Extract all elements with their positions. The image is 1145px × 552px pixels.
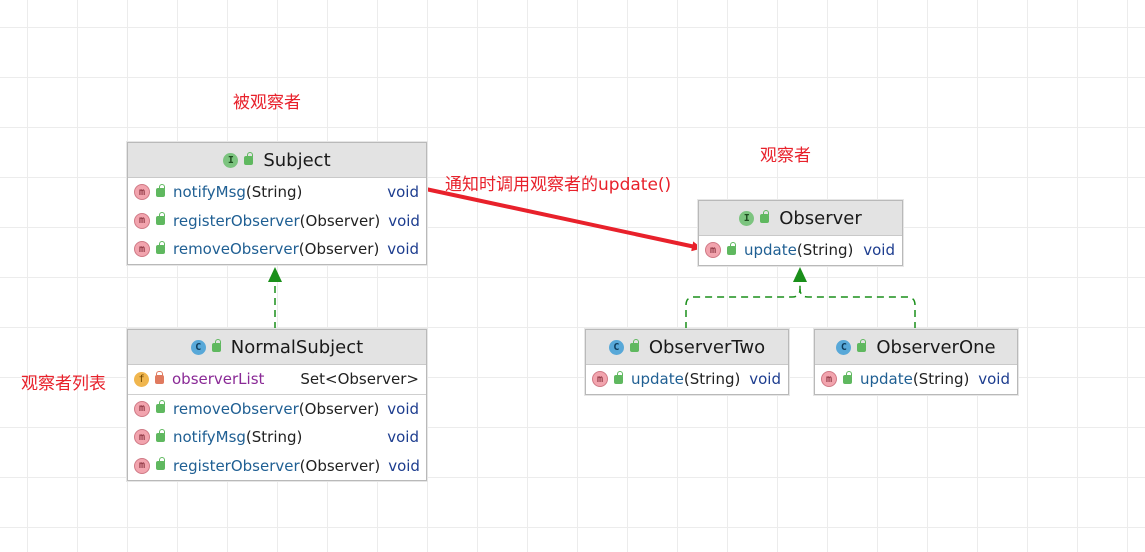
- public-icon: [614, 370, 623, 384]
- method-icon: m: [705, 242, 721, 259]
- method-row[interactable]: m update (String) void: [699, 236, 902, 265]
- method-row[interactable]: m update (String) void: [815, 365, 1017, 394]
- public-icon: [857, 338, 867, 352]
- method-params: (String): [245, 183, 303, 202]
- field-name: observerList: [172, 370, 265, 389]
- realization-observertwo-observer: [685, 283, 801, 329]
- public-icon: [156, 240, 165, 254]
- note-observed: 被观察者: [233, 93, 301, 113]
- return-type: void: [388, 456, 420, 475]
- method-name: removeObserver: [173, 240, 299, 259]
- class-header: C NormalSubject: [128, 330, 426, 365]
- method-params: (Observer): [299, 211, 381, 230]
- method-icon: m: [592, 371, 608, 388]
- return-type: void: [387, 428, 419, 447]
- method-row[interactable]: m removeObserver (Observer) void: [128, 393, 426, 424]
- realization-arrowhead-observer: [793, 267, 807, 282]
- class-observer-one[interactable]: C ObserverOne m update (String) void: [814, 329, 1018, 395]
- method-icon: m: [134, 212, 150, 229]
- method-row[interactable]: m removeObserver (Observer) void: [128, 235, 426, 264]
- method-row[interactable]: m notifyMsg (String) void: [128, 178, 426, 207]
- interface-icon: I: [739, 210, 755, 226]
- return-type: void: [387, 240, 420, 259]
- method-name: update: [860, 370, 913, 389]
- method-name: registerObserver: [173, 456, 300, 475]
- class-header: C ObserverTwo: [586, 330, 788, 365]
- return-type: void: [863, 241, 895, 260]
- method-icon: m: [134, 400, 150, 417]
- public-icon: [629, 338, 639, 352]
- class-name: Subject: [263, 149, 331, 171]
- public-icon: [156, 183, 165, 197]
- method-params: (Observer): [299, 456, 381, 475]
- return-type: void: [749, 370, 781, 389]
- field-icon: f: [134, 371, 149, 387]
- class-name: Observer: [779, 207, 862, 229]
- return-type: void: [387, 183, 419, 202]
- method-params: (String): [912, 370, 970, 389]
- public-icon: [156, 457, 165, 471]
- field-type: Set<Observer>: [300, 370, 419, 389]
- class-header: I Subject: [128, 143, 426, 178]
- method-params: (String): [796, 241, 854, 260]
- class-name: ObserverOne: [876, 336, 996, 358]
- method-row[interactable]: m registerObserver (Observer) void: [128, 452, 426, 481]
- class-name: ObserverTwo: [648, 336, 766, 358]
- public-icon: [156, 428, 165, 442]
- method-params: (String): [683, 370, 741, 389]
- note-observer-list: 观察者列表: [21, 374, 106, 394]
- class-header: I Observer: [699, 201, 902, 236]
- method-row[interactable]: m registerObserver (Observer) void: [128, 207, 426, 236]
- method-icon: m: [134, 429, 150, 446]
- method-row[interactable]: m notifyMsg (String) void: [128, 423, 426, 452]
- class-icon: C: [190, 339, 206, 355]
- method-name: notifyMsg: [173, 428, 246, 447]
- realization-observerone-observer: [799, 288, 916, 329]
- class-icon: C: [608, 339, 624, 355]
- method-params: (Observer): [298, 240, 380, 259]
- class-name: NormalSubject: [230, 336, 364, 358]
- class-icon: C: [836, 339, 852, 355]
- public-icon: [156, 400, 165, 414]
- method-icon: m: [134, 241, 150, 258]
- return-type: void: [978, 370, 1010, 389]
- class-subject[interactable]: I Subject m notifyMsg (String) void m re…: [127, 142, 427, 265]
- public-icon: [843, 370, 852, 384]
- class-normal-subject[interactable]: C NormalSubject f observerList Set<Obser…: [127, 329, 427, 481]
- class-observer-two[interactable]: C ObserverTwo m update (String) void: [585, 329, 789, 395]
- method-params: (String): [245, 428, 303, 447]
- notify-arrow: [420, 186, 702, 252]
- public-icon: [211, 338, 221, 352]
- method-name: registerObserver: [173, 211, 300, 230]
- class-header: C ObserverOne: [815, 330, 1017, 365]
- return-type: void: [387, 399, 420, 418]
- note-notify-call: 通知时调用观察者的update(): [445, 175, 672, 195]
- return-type: void: [388, 211, 420, 230]
- method-icon: m: [134, 184, 150, 201]
- method-row[interactable]: m update (String) void: [586, 365, 788, 394]
- public-icon: [244, 151, 254, 165]
- private-lock-icon: [155, 370, 164, 384]
- field-row[interactable]: f observerList Set<Observer>: [128, 365, 426, 394]
- public-icon: [727, 241, 736, 255]
- public-icon: [156, 212, 165, 226]
- method-params: (Observer): [298, 399, 380, 418]
- class-observer[interactable]: I Observer m update (String) void: [698, 200, 903, 266]
- method-icon: m: [821, 371, 837, 388]
- method-icon: m: [134, 457, 150, 474]
- method-name: removeObserver: [173, 399, 299, 418]
- method-name: update: [744, 241, 797, 260]
- public-icon: [760, 209, 770, 223]
- interface-icon: I: [223, 152, 239, 168]
- note-observer: 观察者: [760, 146, 811, 166]
- method-name: notifyMsg: [173, 183, 246, 202]
- realization-arrowhead-subject: [268, 267, 282, 282]
- method-name: update: [631, 370, 684, 389]
